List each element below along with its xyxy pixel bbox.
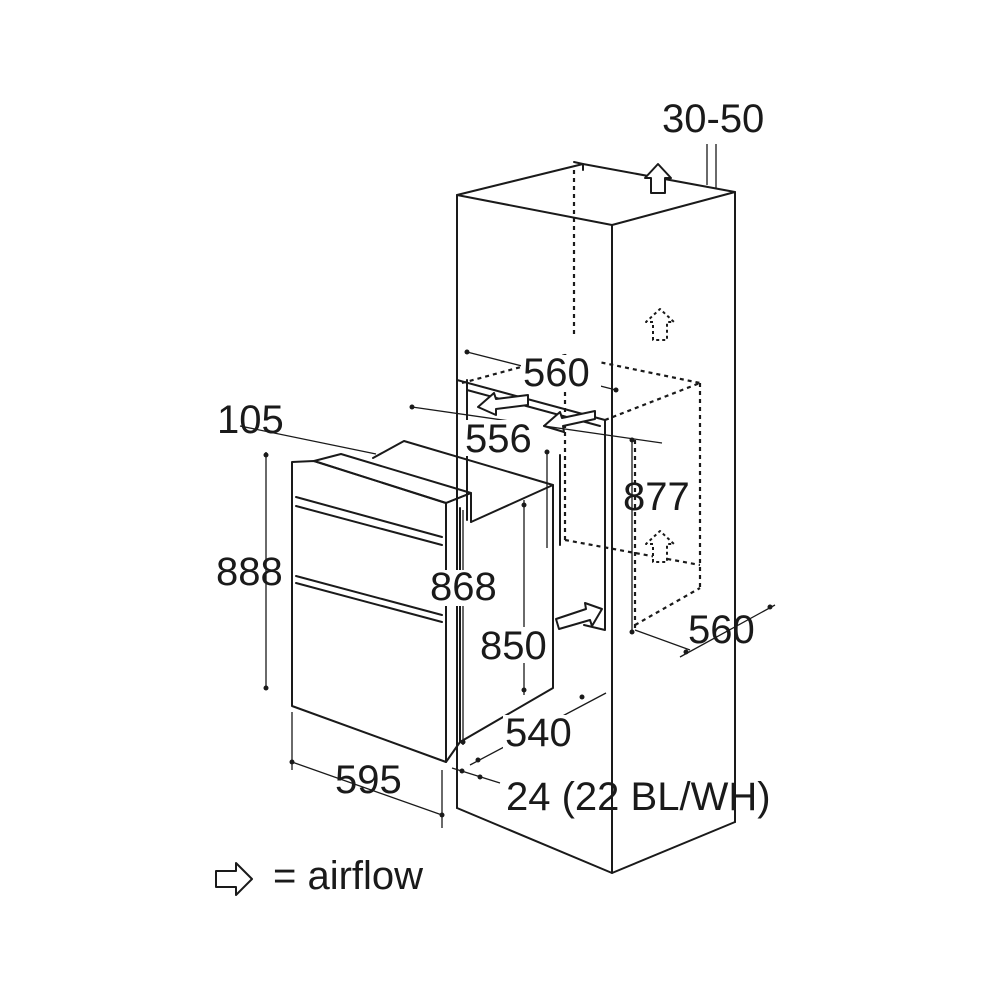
niche-top-right xyxy=(604,381,701,422)
oven-body-side xyxy=(459,484,554,743)
oven-panel-line-1 xyxy=(295,496,443,538)
legend-label: = airflow xyxy=(273,854,423,898)
dimline-560-right xyxy=(634,604,776,658)
label-niche-width: 560 xyxy=(523,351,590,395)
legend: = airflow xyxy=(215,854,423,898)
label-oven-body-width: 556 xyxy=(465,417,532,461)
cabinet-top-face xyxy=(456,163,736,226)
oven-panel-line-4 xyxy=(295,582,443,623)
airflow-top-icon xyxy=(644,163,672,194)
dimension-labels: 30-50 560 556 105 877 888 868 850 560 54… xyxy=(216,97,771,819)
label-front-width: 595 xyxy=(335,758,402,802)
oven-panel-line-2 xyxy=(295,505,443,546)
airflow-top-left-icon xyxy=(477,392,529,416)
oven xyxy=(291,440,554,763)
airflow-top-right-icon xyxy=(543,410,596,433)
label-niche-height: 877 xyxy=(623,475,690,519)
oven-body-top xyxy=(372,440,554,523)
label-depth: 540 xyxy=(505,711,572,755)
tall-cabinet xyxy=(456,161,736,874)
oven-panel-line-3 xyxy=(295,575,443,616)
airflow-up-dotted-icon-1 xyxy=(645,308,675,341)
dimline-105 xyxy=(239,425,377,455)
label-body-height: 868 xyxy=(430,565,497,609)
cabinet-bottom-edge xyxy=(456,807,736,874)
label-inner-height: 850 xyxy=(480,624,547,668)
niche-front-frame xyxy=(456,379,606,631)
airflow-arrow-icon xyxy=(215,862,253,896)
label-total-height: 888 xyxy=(216,550,283,594)
airflow-up-dotted-icon-2 xyxy=(645,530,675,563)
oven-front-panel xyxy=(291,460,447,763)
label-niche-depth: 560 xyxy=(688,608,755,652)
label-panel-thickness: 105 xyxy=(217,398,284,442)
oven-panel-edge xyxy=(445,492,472,523)
niche-bottom-back xyxy=(564,538,701,567)
dimline-24 xyxy=(451,767,501,784)
airflow-arrows xyxy=(477,163,675,630)
label-top-gap: 30-50 xyxy=(662,97,764,141)
label-front-offset: 24 (22 BL/WH) xyxy=(506,775,771,819)
airflow-bottom-icon xyxy=(555,602,603,630)
oven-control-strip xyxy=(313,453,472,504)
dimline-30-50 xyxy=(706,144,717,188)
cabinet-top-notch xyxy=(573,161,584,171)
